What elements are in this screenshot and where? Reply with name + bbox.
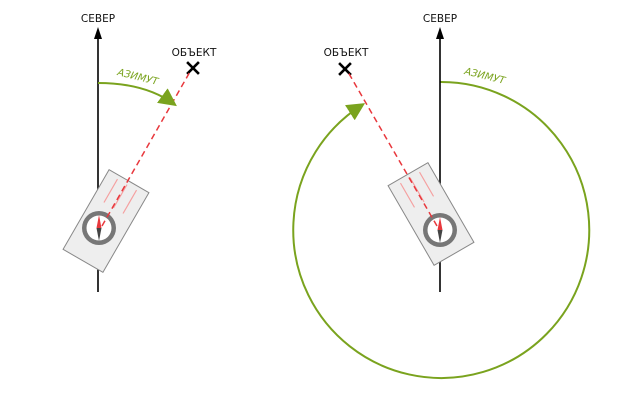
compass-guide-line <box>399 182 415 208</box>
compass-needle-icon <box>437 217 443 243</box>
compass-guide-line <box>419 171 435 197</box>
azimuth-arc <box>97 82 177 107</box>
compass-needle-icon <box>96 215 102 241</box>
north-label: СЕВЕР <box>423 13 457 25</box>
compass-right <box>387 161 475 267</box>
compass-guide-line <box>112 184 128 209</box>
north-arrow-icon <box>94 27 102 39</box>
north-label: СЕВЕР <box>81 13 115 25</box>
north-arrow-icon <box>436 27 444 39</box>
left-panel: СЕВЕР ОБЪЕКТ АЗИМУТ <box>62 13 217 292</box>
compass-guide-line <box>122 189 138 214</box>
compass-guide-line <box>103 178 118 203</box>
object-marker-icon <box>338 62 352 76</box>
azimuth-arc <box>292 80 591 379</box>
object-label: ОБЪЕКТ <box>324 47 369 59</box>
object-marker-icon <box>186 61 200 75</box>
bearing-line <box>101 69 192 227</box>
object-label: ОБЪЕКТ <box>172 47 217 59</box>
compass-guide-line <box>409 177 425 203</box>
compass-baseplate <box>387 161 475 267</box>
right-panel: СЕВЕР ОБЪЕКТ АЗИМУТ <box>292 13 591 379</box>
